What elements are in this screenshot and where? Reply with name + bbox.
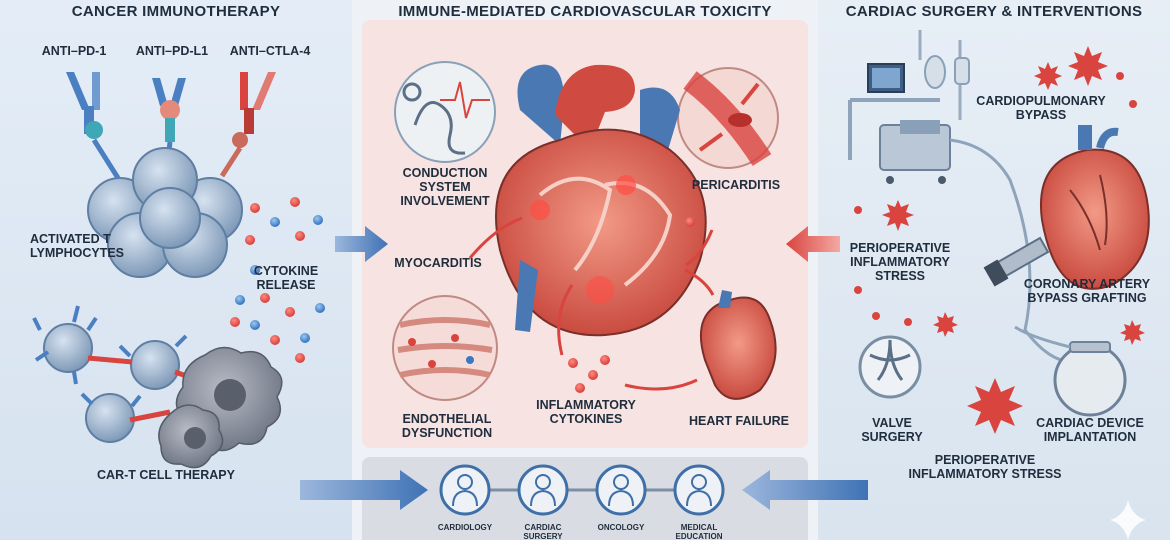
antibody-ctla4-icon [219,72,276,178]
conduction-label: CONDUCTION SYSTEM INVOLVEMENT [400,166,490,208]
educator-icon [673,464,725,516]
multidisciplinary-team-bar [362,457,808,540]
cabg-label: CORONARY ARTERY BYPASS GRAFTING [1023,277,1151,305]
cardiac-device-label: CARDIAC DEVICE IMPLANTATION [1036,416,1144,444]
coronary-heart-icon [1040,125,1150,290]
t-cell-cluster-icon [87,147,243,278]
arrow-right-to-team [742,470,868,510]
car-t-label: CAR-T CELL THERAPY [97,468,235,482]
conduction-system-inset-icon [394,61,496,163]
left-panel-title: CANCER IMMUNOTHERAPY [71,3,281,20]
arrow-left-to-center [335,226,388,262]
valve-icon [858,335,922,399]
car-t-cells-icon [32,305,199,443]
center-arrows [468,216,715,391]
team-label-cardiology: CARDIOLOGY [437,523,493,532]
pericarditis-inset-icon [677,67,779,169]
heart-failure-label: HEART FAILURE [689,414,789,428]
cytokine-release-label: CYTOKINE RELEASE [253,264,319,292]
bypass-machine-icon [848,30,1086,364]
right-panel-title: CARDIAC SURGERY & INTERVENTIONS [845,3,1143,20]
tumor-cells-icon [158,346,283,469]
team-label-cardiac-surgery: CARDIAC SURGERY [523,523,563,540]
endothelium-inset-icon [392,295,498,401]
anti-ctla4-label: ANTI–CTLA-4 [229,44,311,58]
inflammation-bursts-icon [854,46,1145,434]
small-failing-heart-icon [699,290,777,400]
surgical-saw-icon [983,236,1050,287]
heart-illustration [495,64,707,337]
surgeon-icon [517,464,569,516]
team-label-medical-education: MEDICAL EDUCATION [675,523,723,540]
inflammatory-cytokines-label: INFLAMMATORY CYTOKINES [536,398,636,426]
valve-surgery-label: VALVE SURGERY [861,416,923,444]
myocarditis-label: MYOCARDITIS [394,256,482,270]
arrow-right-to-center [786,226,840,262]
sparkle-icon [1110,500,1146,540]
anti-pd1-label: ANTI–PD-1 [41,44,107,58]
endothelial-label: ENDOTHELIAL DYSFUNCTION [401,412,493,440]
pericarditis-label: PERICARDITIS [691,178,781,192]
cardiopulmonary-bypass-label: CARDIOPULMONARY BYPASS [976,94,1106,122]
perioperative-stress-label: PERIOPERATIVE INFLAMMATORY STRESS [849,241,951,283]
oncologist-icon [595,464,647,516]
pacemaker-icon [1014,325,1127,417]
anti-pdl1-label: ANTI–PD-L1 [135,44,209,58]
perioperative-stress-label-2: PERIOPERATIVE INFLAMMATORY STRESS [908,453,1062,481]
center-panel-title: IMMUNE-MEDIATED CARDIOVASCULAR TOXICITY [398,3,772,20]
activated-t-lymphocytes-label: ACTIVATED T LYMPHOCYTES [30,232,125,260]
cytokine-particles-icon [230,197,325,363]
team-label-oncology: ONCOLOGY [597,523,645,532]
arrow-left-to-team [300,470,428,510]
doctor-icon [439,464,491,516]
inflammatory-cytokine-dots-icon [568,217,695,393]
antibody-pd1-icon [66,72,121,180]
